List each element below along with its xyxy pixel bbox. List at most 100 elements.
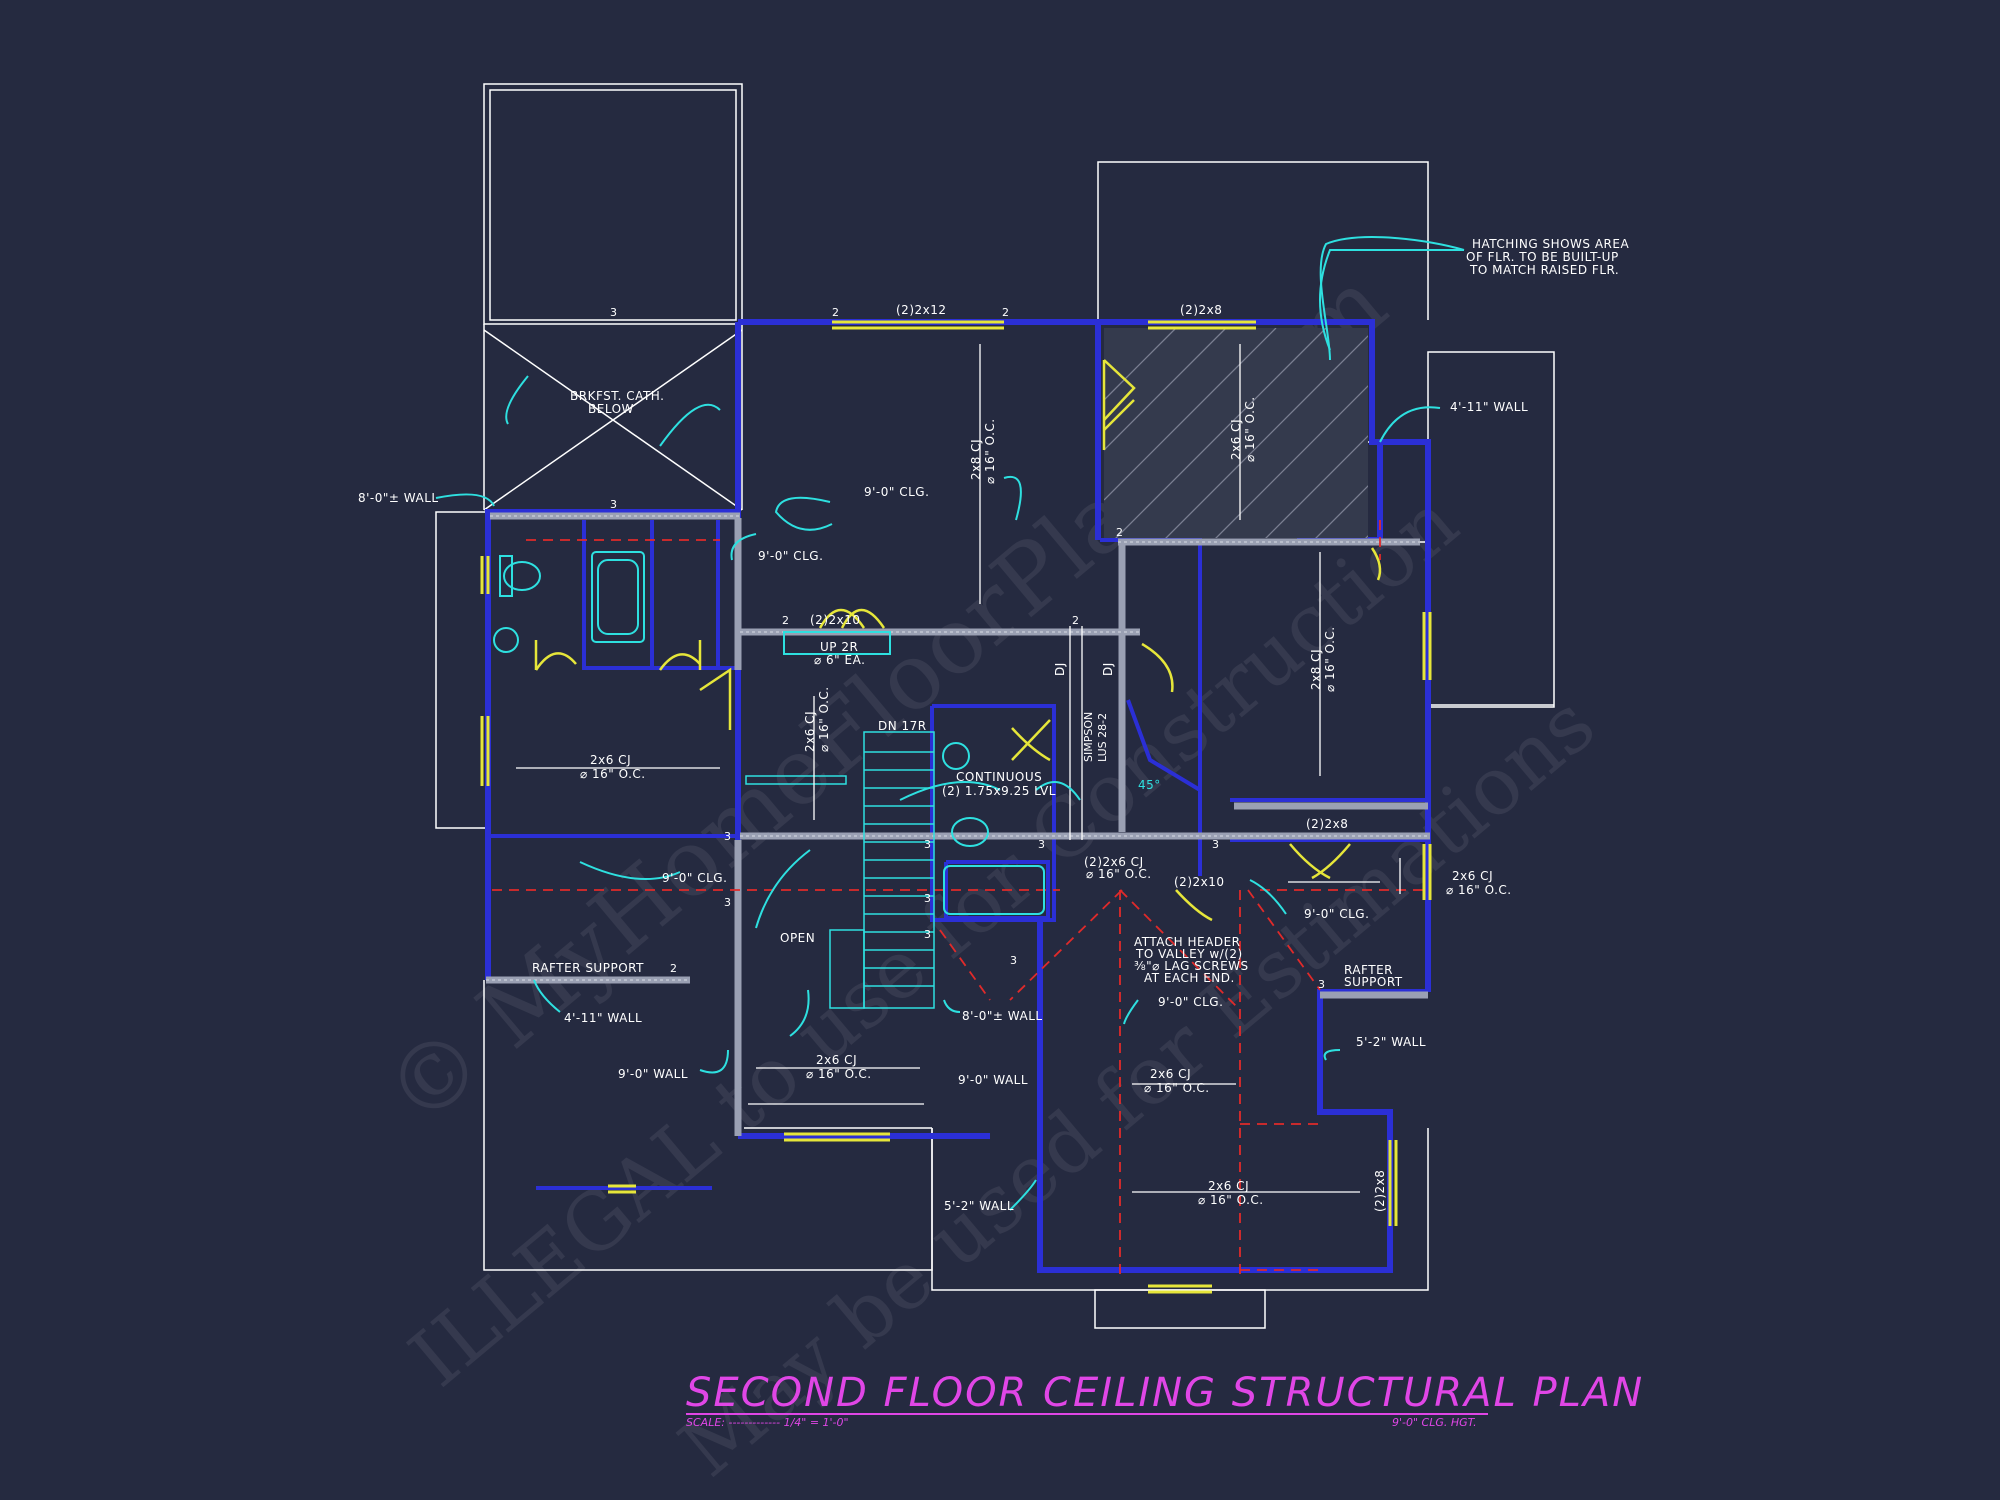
clg-bath: 9'-0" CLG. (758, 549, 823, 563)
cj-2x6-left-spacing: ⌀ 16" O.C. (580, 767, 646, 781)
cj-2x6-bottom-right1: 2x6 CJ (1150, 1067, 1191, 1081)
post-mark: 2 (1002, 306, 1009, 319)
post-mark: 3 (924, 928, 931, 941)
post-mark: 3 (1010, 954, 1017, 967)
clg-right: 9'-0" CLG. (1304, 907, 1369, 921)
wall-5-2-right: 5'-2" WALL (1356, 1035, 1426, 1049)
header-2x8-vertical: (2)2x8 (1373, 1170, 1387, 1212)
cj-2-2x6-spacing: ⌀ 16" O.C. (1086, 867, 1152, 881)
scale-label: SCALE: ------------- 1/4" = 1'-0" (686, 1416, 849, 1429)
ridge-lines (492, 520, 1424, 1280)
header-2x8-right: (2)2x8 (1306, 817, 1348, 831)
continuous-note-1: CONTINUOUS (956, 770, 1042, 784)
notes: HATCHING SHOWS AREA OF FLR. TO BE BUILT-… (532, 237, 1629, 989)
clg-top-mid: 9'-0" CLG. (864, 485, 929, 499)
attach-header-2: TO VALLEY w/(2) (1135, 947, 1243, 961)
cj-2x6-bottom-right2: 2x6 CJ (1208, 1179, 1249, 1193)
post-mark: 3 (1318, 978, 1325, 991)
dimension-arrows (516, 344, 1401, 1193)
post-mark: 2 (832, 306, 839, 319)
cj-2x6-left: 2x6 CJ (590, 753, 631, 767)
cj-2x6-hatch: 2x6 CJ (1229, 419, 1243, 460)
wall-9-0-mid: 9'-0" WALL (958, 1073, 1028, 1087)
hatching-note-3: TO MATCH RAISED FLR. (1469, 263, 1619, 277)
post-mark: 3 (1212, 838, 1219, 851)
cj-2x6-bottom-mid-spacing: ⌀ 16" O.C. (806, 1067, 872, 1081)
doors (534, 359, 1382, 922)
continuous-note-2: (2) 1.75x9.25 LVL (942, 784, 1056, 798)
dj-1: DJ (1053, 662, 1067, 676)
dn-17r: DN 17R (878, 719, 927, 733)
up-2r-spacing: ⌀ 6" EA. (814, 653, 865, 667)
structural-walls (485, 319, 1431, 1273)
post-mark: 3 (610, 306, 617, 319)
post-mark: 3 (924, 892, 931, 905)
wall-5-2-bottom: 5'-2" WALL (944, 1199, 1014, 1213)
rafter-support-left: RAFTER SUPPORT (532, 961, 644, 975)
simpson-2: LUS 28-2 (1096, 713, 1109, 762)
ceiling-height-label: 9'-0" CLG. HGT. (1392, 1416, 1477, 1429)
cj-2x6-bottom-right2-spacing: ⌀ 16" O.C. (1198, 1193, 1264, 1207)
dj-2: DJ (1101, 662, 1115, 676)
wall-4-11-left: 4'-11" WALL (564, 1011, 642, 1025)
post-mark: 2 (670, 962, 677, 975)
attach-header-3: ⅜"⌀ LAG SCREWS (1134, 959, 1249, 973)
wall-labels: 8'-0"± WALL 4'-11" WALL 4'-11" WALL 9'-0… (358, 400, 1528, 1213)
fixtures (493, 551, 1045, 915)
cj-2x6-stair: 2x6 CJ (803, 711, 817, 752)
header-2x12: (2)2x12 (896, 303, 947, 317)
attach-header-4: AT EACH END. (1144, 971, 1235, 985)
header-2x8-top: (2)2x8 (1180, 303, 1222, 317)
post-mark: 2 (1072, 614, 1079, 627)
cj-2x6-bottom-right1-spacing: ⌀ 16" O.C. (1144, 1081, 1210, 1095)
cj-2x6-bottom-mid: 2x6 CJ (816, 1053, 857, 1067)
clg-bottom-right: 9'-0" CLG. (1158, 995, 1223, 1009)
cj-2x8-right-spacing: ⌀ 16" O.C. (1323, 626, 1337, 692)
post-mark: 3 (610, 498, 617, 511)
wall-9-0-left: 9'-0" WALL (618, 1067, 688, 1081)
attach-header-1: ATTACH HEADER (1134, 935, 1240, 949)
cj-2x8-top: 2x8 CJ (969, 439, 983, 480)
hatched-raised-floor (1104, 328, 1368, 538)
post-mark: 2 (782, 614, 789, 627)
post-mark: 3 (724, 896, 731, 909)
plan-title: SECOND FLOOR CEILING STRUCTURAL PLAN (686, 1370, 1644, 1416)
post-mark: 2 (1116, 526, 1123, 539)
hatching-note-1: HATCHING SHOWS AREA (1472, 237, 1629, 251)
cj-2x6-far-right: 2x6 CJ (1452, 869, 1493, 883)
header-2x10-mid: (2)2x10 (1174, 875, 1225, 889)
cj-2x6-hatch-spacing: ⌀ 16" O.C. (1243, 396, 1257, 462)
cj-2x6-far-right-spacing: ⌀ 16" O.C. (1446, 883, 1512, 897)
hatching-note-2: OF FLR. TO BE BUILT-UP (1466, 250, 1619, 264)
outline-walls (435, 83, 1555, 1329)
leader-lines (435, 236, 1465, 1211)
cj-2x8-top-spacing: ⌀ 16" O.C. (983, 418, 997, 484)
windows (480, 320, 1432, 1294)
wall-8-0-left: 8'-0"± WALL (358, 491, 439, 505)
wall-4-11-top: 4'-11" WALL (1450, 400, 1528, 414)
title-block: SECOND FLOOR CEILING STRUCTURAL PLAN SCA… (686, 1370, 1644, 1429)
up-2r: UP 2R (820, 640, 858, 654)
brkfst-note-1: BRKFST. CATH. (570, 389, 664, 403)
brkfst-note-2: BELOW (588, 402, 634, 416)
wall-8-0-mid: 8'-0"± WALL (962, 1009, 1043, 1023)
clg-left: 9'-0" CLG. (662, 871, 727, 885)
cj-2x8-right: 2x8 CJ (1309, 649, 1323, 690)
post-mark: 3 (924, 838, 931, 851)
post-mark: 3 (724, 830, 731, 843)
simpson-1: SIMPSON (1082, 712, 1095, 762)
open-label: OPEN (780, 931, 815, 945)
ceiling-labels: 9'-0" CLG. 9'-0" CLG. 9'-0" CLG. 9'-0" C… (662, 485, 1369, 1009)
header-labels: (2)2x12 (2)2x8 (2)2x10 (2)2x8 (2)2x10 (2… (810, 303, 1387, 1212)
rafter-support-right-2: SUPPORT (1344, 975, 1403, 989)
cj-2-2x6: (2)2x6 CJ (1084, 855, 1144, 869)
rafter-support-right-1: RAFTER (1344, 963, 1393, 977)
post-mark: 3 (1038, 838, 1045, 851)
post-marks: 3 2 2 3 2 2 2 3 3 3 3 3 3 3 2 3 3 (610, 306, 1325, 991)
header-2x10-top: (2)2x10 (810, 613, 861, 627)
joist-labels: 2x8 CJ ⌀ 16" O.C. 2x6 CJ ⌀ 16" O.C. 2x8 … (580, 396, 1512, 1207)
cj-2x6-stair-spacing: ⌀ 16" O.C. (817, 686, 831, 752)
angle-45: 45° (1138, 778, 1161, 792)
stairs (745, 731, 935, 1009)
